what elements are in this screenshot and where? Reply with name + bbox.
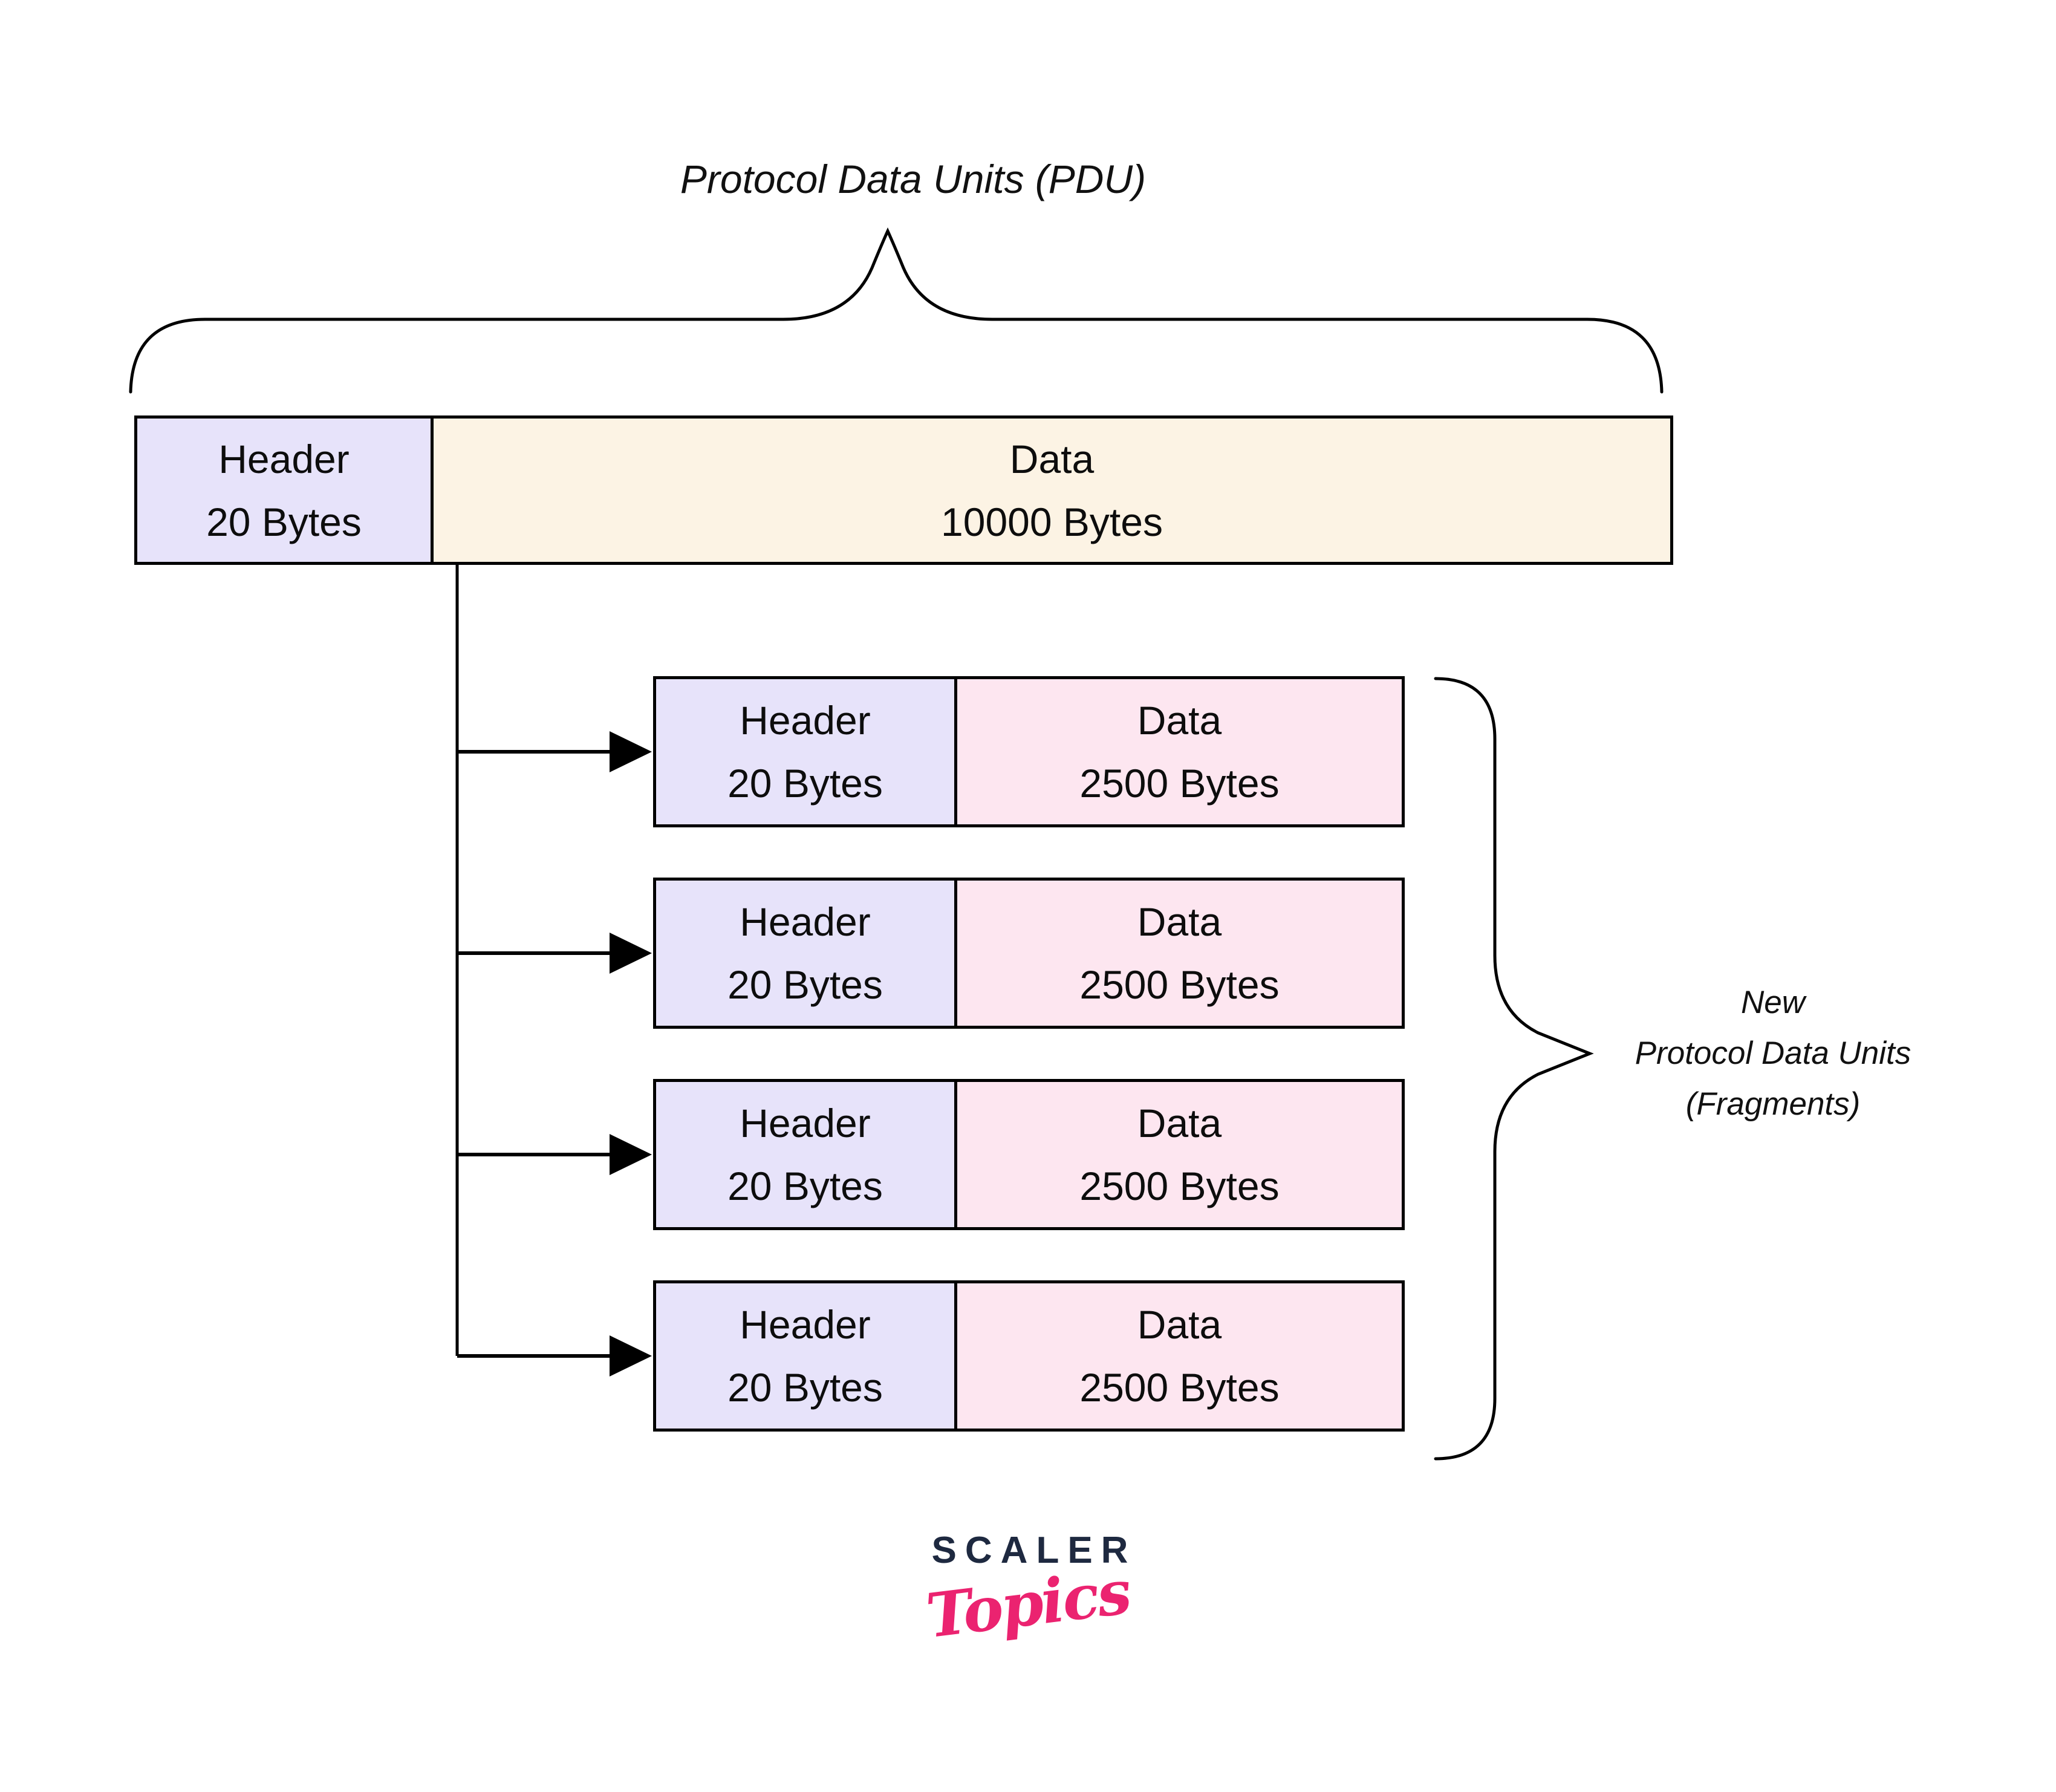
fragment-2-header-size: 20 Bytes [727,962,883,1007]
pdu-bar: Header 20 Bytes Data 10000 Bytes [134,415,1673,565]
fragment-1-data-box: Data 2500 Bytes [957,679,1402,824]
right-brace [1434,677,1594,1461]
fragment-3-header-label: Header [740,1101,871,1145]
scaler-topics-logo: SCALER Topics [923,1529,1137,1652]
fragment-1-data-label: Data [1137,698,1222,743]
fragment-arrowhead-2 [610,933,652,974]
fragment-2-header-box: Header 20 Bytes [656,881,957,1026]
fragment-arrowhead-3 [610,1134,652,1175]
fragment-arrowhead-1 [610,731,652,772]
top-brace [129,227,1664,394]
pdu-data-box: Data 10000 Bytes [434,419,1670,562]
fragments-annotation-line2: Protocol Data Units [1635,1035,1911,1071]
fragment-2-data-size: 2500 Bytes [1079,962,1280,1007]
fragment-4-data-size: 2500 Bytes [1079,1365,1280,1410]
fragment-1-data-size: 2500 Bytes [1079,761,1280,806]
pdu-header-size: 20 Bytes [206,499,362,544]
fragment-4-data-label: Data [1137,1302,1222,1347]
fragment-2-data-label: Data [1137,899,1222,944]
pdu-header-label: Header [218,436,350,481]
fragment-row-1: Header 20 Bytes Data 2500 Bytes [653,676,1405,827]
fragment-2-data-box: Data 2500 Bytes [957,881,1402,1026]
pdu-data-size: 10000 Bytes [941,499,1163,544]
pdu-header-box: Header 20 Bytes [137,419,434,562]
fragment-4-data-box: Data 2500 Bytes [957,1283,1402,1429]
fragment-1-header-label: Header [740,698,871,743]
fragments-annotation: New Protocol Data Units (Fragments) [1635,977,1911,1130]
pdu-data-label: Data [1009,436,1095,481]
fragment-arrowhead-4 [610,1335,652,1377]
fragment-4-header-label: Header [740,1302,871,1347]
fragment-3-header-size: 20 Bytes [727,1164,883,1208]
fragment-2-header-label: Header [740,899,871,944]
fragment-4-header-size: 20 Bytes [727,1365,883,1410]
fragments-annotation-line1: New [1740,985,1806,1020]
fragment-3-data-box: Data 2500 Bytes [957,1082,1402,1227]
fragment-row-3: Header 20 Bytes Data 2500 Bytes [653,1079,1405,1230]
fragment-row-2: Header 20 Bytes Data 2500 Bytes [653,878,1405,1029]
fragment-3-data-label: Data [1137,1101,1222,1145]
logo-scaler-wordmark: SCALER [931,1530,1137,1571]
fragment-3-data-size: 2500 Bytes [1079,1164,1280,1208]
fragment-3-header-box: Header 20 Bytes [656,1082,957,1227]
fragment-row-4: Header 20 Bytes Data 2500 Bytes [653,1280,1405,1432]
fragments-annotation-line3: (Fragments) [1685,1086,1861,1122]
fragment-4-header-box: Header 20 Bytes [656,1283,957,1429]
fragment-1-header-box: Header 20 Bytes [656,679,957,824]
diagram-title: Protocol Data Units (PDU) [680,157,1147,201]
fragment-1-header-size: 20 Bytes [727,761,883,806]
